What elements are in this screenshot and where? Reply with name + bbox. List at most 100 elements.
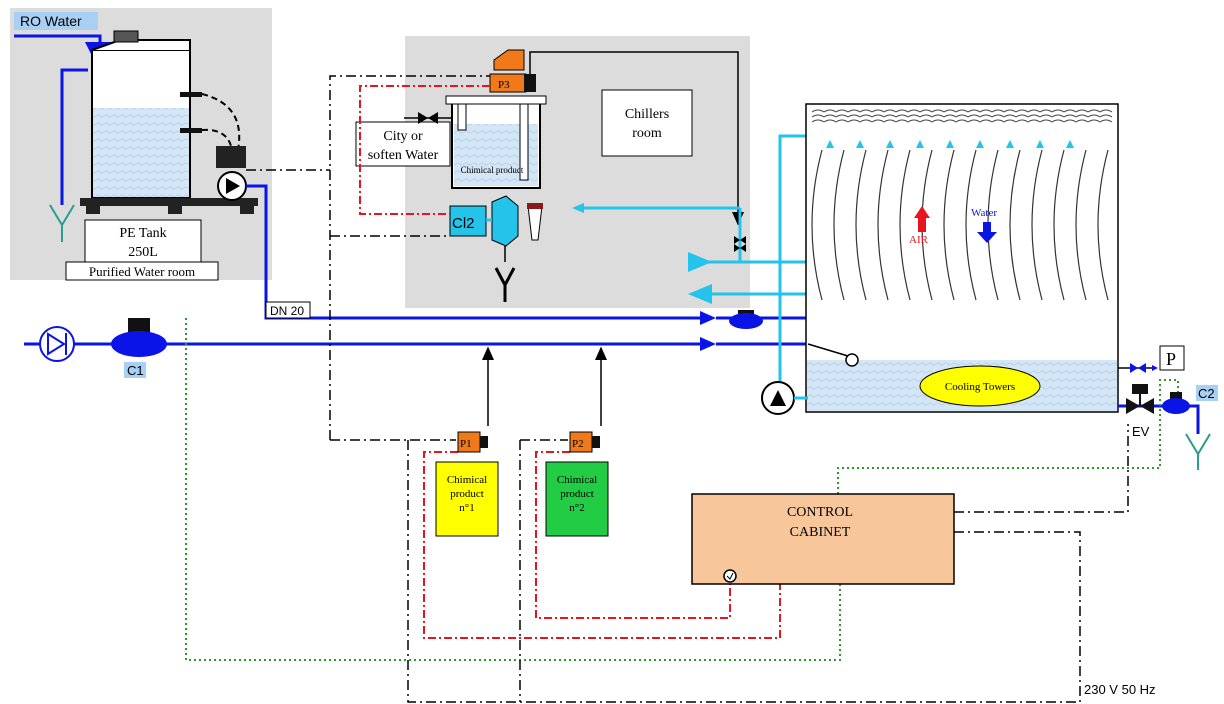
p3-label: P3	[498, 79, 510, 91]
control-cabinet	[691, 493, 955, 585]
fill-curve	[1031, 149, 1043, 301]
dn20-label: DN 20	[270, 304, 304, 318]
dosing-control-lines	[359, 85, 781, 639]
drain-icon-c2	[1185, 433, 1211, 470]
spray-nozzle	[886, 140, 894, 148]
chillers-room-label-box	[601, 89, 693, 157]
water-label: Water	[971, 207, 997, 219]
fill-curve	[833, 149, 845, 301]
cooling-towers-label-bg	[919, 365, 1041, 407]
fill-curve	[877, 149, 889, 301]
air-label: AIR	[909, 234, 929, 246]
flow-meter-icon	[111, 318, 167, 357]
drift-eliminator-row	[811, 114, 1113, 118]
c2-chip	[1196, 385, 1218, 401]
ev-valve-icon	[1126, 384, 1154, 414]
pressure-sensor-box	[1159, 345, 1185, 371]
fill-curve	[1075, 149, 1087, 301]
chem1-label-1: Chimical	[447, 474, 487, 486]
cl2-label: Cl2	[452, 215, 475, 232]
valve-icon	[418, 112, 438, 124]
chemical-tank-label: Chimical product	[461, 165, 524, 175]
fill-curve	[965, 149, 977, 301]
city-water-label-1: City or	[383, 129, 423, 144]
drift-eliminator-row	[811, 109, 1113, 113]
fill-curve	[1053, 149, 1065, 301]
fill-curve	[899, 149, 911, 301]
fill-curve	[811, 149, 823, 301]
c1-label: C1	[127, 363, 144, 378]
cooling-towers-label: Cooling Towers	[945, 381, 1015, 393]
spray-nozzle	[946, 140, 954, 148]
chem2-label-3: n°2	[569, 502, 584, 514]
tower-fill-curves	[811, 149, 1109, 301]
c2-signal-line	[837, 379, 1179, 494]
spray-nozzle	[1066, 140, 1074, 148]
c1-signal-line	[185, 318, 841, 661]
ro-water-chip	[14, 12, 98, 30]
cabinet-label-2: CABINET	[790, 525, 851, 540]
air-arrow	[914, 206, 930, 232]
chem2-label-1: Chimical	[557, 474, 597, 486]
p3-pump-body	[493, 49, 525, 71]
purified-water-pipe	[246, 184, 712, 320]
chem1-label-2: product	[450, 488, 484, 500]
city-water-label-2: soften Water	[368, 148, 439, 163]
check-valve-icon	[39, 326, 75, 362]
chillers-room-label-2: room	[632, 126, 662, 141]
tank-pump-motor	[216, 146, 246, 168]
pe-tank-label-2: 250L	[128, 245, 158, 260]
fill-curve	[855, 149, 867, 301]
p3-signal-line	[529, 51, 744, 226]
chem2-label-2: product	[560, 488, 594, 500]
control-wiring	[246, 75, 1129, 703]
spray-nozzle	[826, 140, 834, 148]
spray-nozzle	[856, 140, 864, 148]
purified-room-label: Purified Water room	[89, 264, 195, 279]
fill-curve	[943, 149, 955, 301]
cabinet-label-1: CONTROL	[787, 505, 853, 520]
spray-nozzles	[826, 140, 1074, 148]
p1-label: P1	[460, 438, 472, 450]
p2-label: P2	[572, 438, 584, 450]
c2-meter-icon	[1162, 392, 1190, 414]
spray-nozzle	[1036, 140, 1044, 148]
chillers-room-label-1: Chillers	[625, 107, 669, 122]
water-arrow	[977, 222, 997, 243]
ro-water-label: RO Water	[20, 13, 82, 29]
chem1-label-3: n°1	[459, 502, 474, 514]
circulation-pump-icon	[761, 381, 795, 415]
chemical-product-2-tank	[545, 461, 609, 537]
dn20-label-box	[265, 301, 311, 319]
pe-tank-label-1: PE Tank	[119, 226, 166, 241]
chemical-product-1-tank	[435, 461, 499, 537]
city-water-label-box	[355, 121, 451, 167]
spray-nozzle	[976, 140, 984, 148]
makeup-meter-icon	[729, 310, 763, 329]
drain-icon-cl2	[494, 246, 516, 302]
pe-tank	[80, 30, 258, 214]
spray-nozzle	[916, 140, 924, 148]
purified-room-label-box	[65, 261, 219, 281]
ev-label: EV	[1132, 424, 1150, 439]
gauge-icon	[723, 569, 737, 583]
c1-chip	[124, 362, 146, 378]
drain-icon	[49, 204, 75, 242]
fill-curve	[1009, 149, 1021, 301]
fill-curve	[1097, 149, 1109, 301]
p3-pump-head	[524, 74, 536, 92]
cl2-unit	[449, 205, 487, 237]
spray-nozzle	[1006, 140, 1014, 148]
drift-eliminator-row	[811, 119, 1113, 123]
c2-label: C2	[1198, 386, 1215, 401]
pump-icon	[217, 171, 247, 201]
tank-drain-pipe	[60, 68, 88, 205]
pe-tank-label-box	[84, 219, 202, 263]
tower-drift-eliminator	[811, 109, 1113, 123]
power-supply-label: 230 V 50 Hz	[1084, 682, 1156, 697]
cl2-filter	[491, 195, 519, 247]
pressure-sensor-label: P	[1166, 349, 1176, 369]
float-ball	[845, 353, 859, 367]
